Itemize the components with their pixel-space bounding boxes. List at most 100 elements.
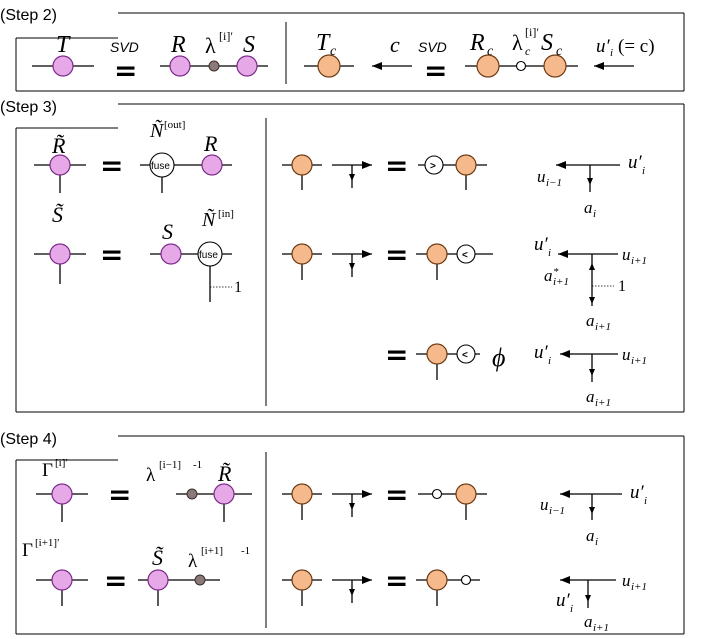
label-u-prime-r2: u′ [534,234,549,255]
lambda-white-s4r1 [431,488,443,500]
label-S-tilde: S̃ [52,202,64,227]
label-u-prime-s4r1: u′ [630,482,645,503]
step2-panel: (Step 2) T SVD = R λ [i]′ S T c c SVD = [0,7,685,92]
orange-s4r1-node [291,483,313,505]
arrow-s4r2-down-head [349,589,355,596]
lt-r3-text: < [462,350,468,361]
label-lambda-c-sub: c [525,44,531,58]
gamma-i-node [51,483,73,505]
label-lambda-im1: λ [146,465,156,486]
label-Rc: R [469,30,485,56]
orange-r3-node [426,343,448,365]
S-tilde-node [49,243,71,265]
equals-11: = [385,564,408,597]
label-u-ip1-r3-sub: i+1 [631,355,647,367]
equals-6: = [385,238,408,271]
label-a-i-s4-sub: i [595,536,598,548]
label-Sc: S [541,30,553,56]
label-u-prime-s4r2: u′ [556,590,571,611]
arrow-r1-down-head [349,174,355,181]
arrow-r1-head [362,161,372,169]
label-lambda-ip1: λ [188,551,198,572]
a-ip1-down-arrow [589,297,595,304]
label-a-i-r1: a [584,198,593,217]
label-gamma-ip1: Γ [22,540,33,561]
label-Sc-sub: c [556,44,563,59]
orange-r1-node [291,154,313,176]
equals-7: = [385,338,408,371]
R-node-step3 [201,154,223,176]
label-R-tilde-2: R̃ [217,461,232,486]
label-u-prime-sub: i [610,47,613,59]
equals-1: = [114,54,137,87]
lambda-c-node [515,60,527,72]
label-one-2: 1 [618,278,626,295]
label-a-ip1-r2: a [586,311,595,330]
label-u-prime: u′ [596,36,611,57]
label-u-ip1-s4-sub: i+1 [631,581,647,593]
a-ip1-s4-arrow [585,595,591,602]
svd-op-1: SVD [110,39,139,55]
label-one-1: 1 [234,279,242,296]
c-arrow-head [372,62,382,70]
lt-node [456,244,476,264]
a-i-arrow-r1 [587,178,593,185]
S-tilde-2-node [147,569,169,591]
label-N-tilde-in: Ñ [201,207,217,231]
label-a-ip1-s4-sub: i+1 [593,622,609,634]
label-lambda-ip1-inv: -1 [241,545,250,557]
label-S-2: S [162,219,173,244]
label-N-in-sup: [in] [218,208,234,220]
label-N-out-sup: [out] [164,119,185,131]
a-i-s4-arrow [589,507,595,514]
orange-s4r2-node [291,569,313,591]
orange-s4r1b-node [455,483,477,505]
Rc-tensor-node [476,54,500,78]
label-u-prime-r1-sub: i [642,165,645,177]
label-lambda-im1-sup: [i−1] [159,459,181,471]
R-tilde-2-node [213,483,235,505]
label-S: S [243,32,255,58]
label-a-star: a [544,266,553,285]
label-N-tilde-out: Ñ [149,118,165,142]
arrow-s4r1-head [362,490,372,498]
a-ip1-r3-arrow [589,369,595,376]
orange-r2-node [291,243,313,265]
gamma-ip1-node [51,569,73,591]
label-a-ip1-r3-sub: i+1 [595,397,611,409]
label-u-prime-eq-c: (= c) [618,36,655,57]
u-arrow-s4r2-head [560,576,570,584]
u-arrow-r1-head [556,161,566,169]
u-arrow-s4r1-head [560,490,570,498]
label-u-prime-r2-sub: i [548,247,551,259]
label-a-ip1-r2-sub: i+1 [595,321,611,333]
label-T: T [56,32,71,58]
step3-title: (Step 3) [0,99,57,116]
Tc-tensor-node [317,54,341,78]
S-tensor-node [236,55,258,77]
arrow-s4r1-down-head [349,503,355,510]
label-u-ip1-r2-sub: i+1 [631,255,647,267]
label-Rc-sub: c [487,44,494,59]
equals-9: = [104,564,127,597]
label-a-ip1-r3: a [586,387,595,406]
orange-s4r2b-node [426,569,448,591]
label-a-i-r1-sub: i [593,208,596,220]
lt-text: < [462,250,468,261]
label-S-tilde-2: S̃ [152,545,164,570]
label-u-ip1-r2: u [622,245,631,264]
label-gamma-ip1-sup: [i+1]′ [35,537,60,549]
orange-r1b-node [455,154,477,176]
step3-panel: (Step 3) R̃ = Ñ [out] R fuse S̃ = S Ñ [i… [0,99,685,413]
label-u-im1-r1: u [537,167,546,186]
label-a-star-sup: * [553,266,559,278]
arrow-r2-down-head [349,263,355,270]
equals-2: = [424,54,447,87]
svd-op-2: SVD [418,39,447,55]
label-lambda-ip1-sup: [i+1] [201,545,223,557]
label-lambda-i-sup: [i]′ [219,29,233,43]
label-u-prime-r3-sub: i [548,355,551,367]
a-star-up-arrow [589,263,595,270]
label-c: c [390,32,400,57]
